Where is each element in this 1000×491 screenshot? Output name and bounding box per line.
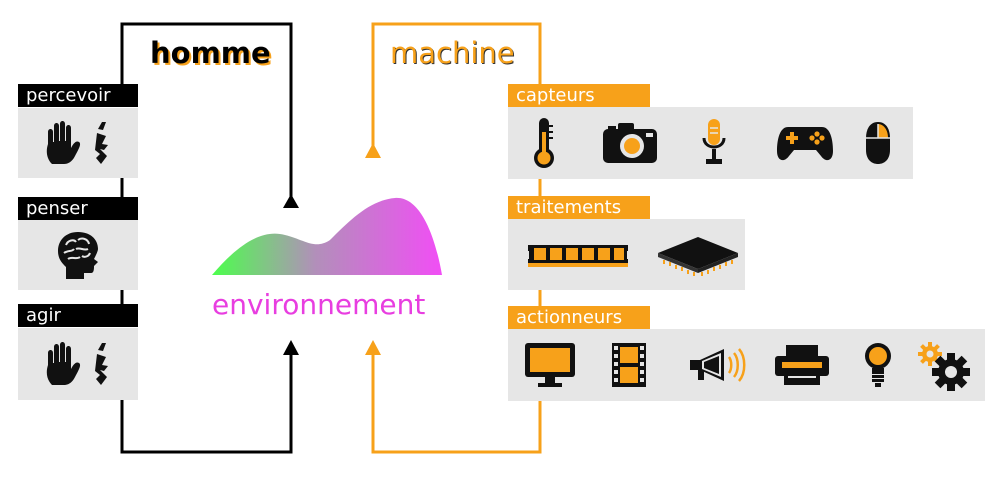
brain-head-icon: [54, 229, 102, 281]
hand-icon: [42, 120, 86, 166]
traitements-panel: [508, 219, 745, 290]
printer-icon: [774, 344, 830, 386]
penser-panel: [18, 220, 138, 290]
homme-down-arrow: [283, 194, 299, 208]
lightbulb-icon: [863, 341, 893, 389]
homme-title: homme: [150, 36, 271, 70]
machine-top-line: [371, 22, 542, 150]
face-profile-icon: [92, 341, 114, 387]
hand-icon: [42, 341, 86, 387]
percevoir-label: percevoir: [18, 84, 138, 107]
agir-label: agir: [18, 304, 138, 327]
monitor-icon: [524, 342, 576, 388]
thermometer-icon: [532, 116, 556, 170]
camera-icon: [602, 121, 658, 165]
environment-label: environnement: [212, 288, 426, 321]
machine-up-arrow-bottom: [365, 340, 381, 355]
homme-bottom-line: [120, 350, 293, 454]
microphone-icon: [701, 118, 727, 168]
machine-up-arrow: [365, 143, 381, 158]
mouse-icon: [864, 120, 892, 166]
gamepad-icon: [776, 123, 834, 163]
homme-up-arrow: [283, 340, 299, 355]
ram-module-icon: [526, 241, 630, 269]
face-profile-icon: [92, 120, 114, 166]
capteurs-panel: [508, 107, 913, 179]
capteurs-label: capteurs: [508, 84, 650, 107]
traitements-label: traitements: [508, 196, 650, 219]
penser-label: penser: [18, 197, 138, 220]
film-icon: [611, 342, 647, 388]
actionneurs-label: actionneurs: [508, 306, 650, 329]
agir-panel: [18, 328, 138, 400]
environment-shape: [212, 197, 442, 275]
machine-title: machine: [390, 36, 515, 70]
machine-bottom-line: [371, 350, 542, 454]
homme-top-line: [120, 22, 293, 200]
gears-icon: [917, 341, 971, 391]
microchip-icon: [654, 233, 742, 277]
actionneurs-panel: [508, 329, 985, 401]
percevoir-panel: [18, 108, 138, 178]
megaphone-icon: [688, 345, 746, 385]
